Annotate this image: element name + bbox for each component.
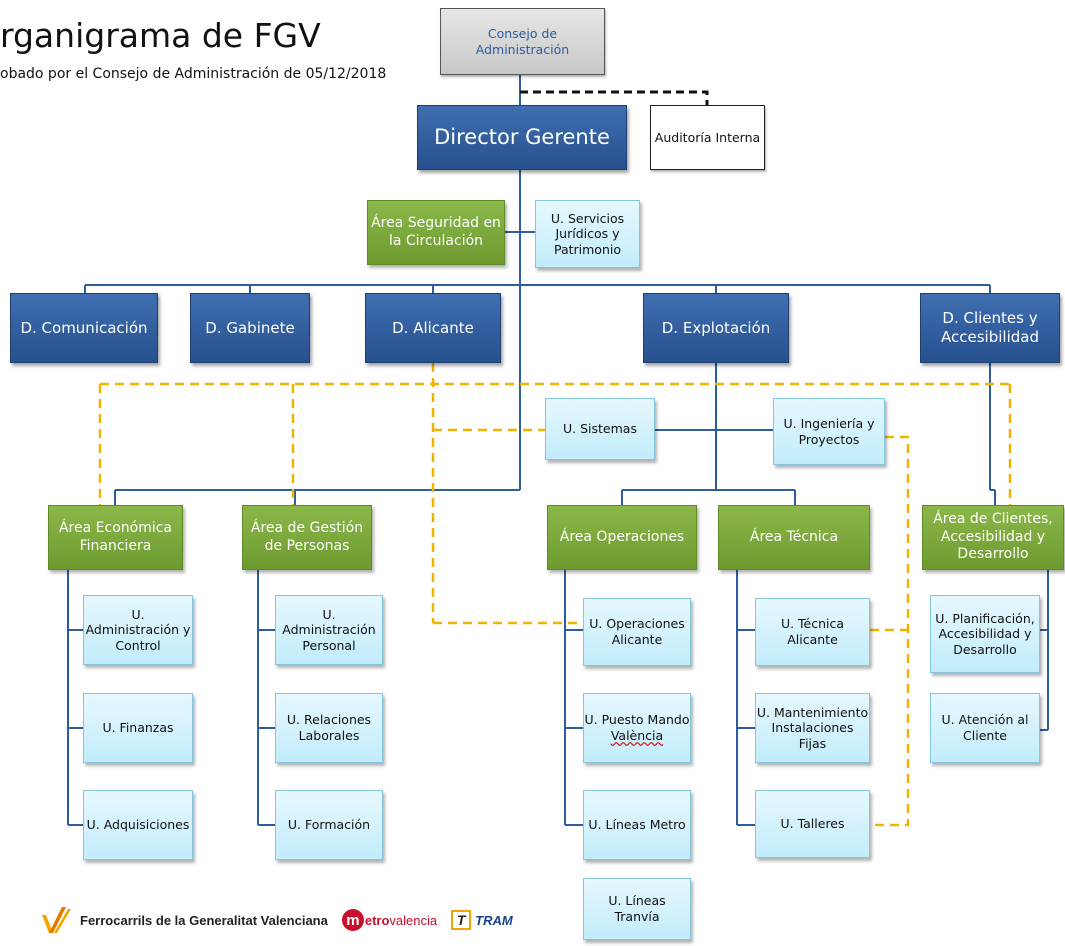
box-d-alicante: D. Alicante	[365, 293, 501, 363]
box-d-gabinete: D. Gabinete	[190, 293, 310, 363]
box-u-tecnica-alicante: U. Técnica Alicante	[755, 598, 870, 666]
tram-logo-text: TRAM	[475, 912, 513, 928]
u-puesto-mando-line2: València	[610, 728, 664, 743]
box-d-explotacion: D. Explotación	[643, 293, 789, 363]
u-puesto-mando-line1: U. Puesto Mando	[584, 712, 690, 728]
box-u-relaciones-laborales: U. Relaciones Laborales	[275, 693, 383, 763]
box-u-administracion-personal: U. Administración Personal	[275, 595, 383, 665]
box-area-seguridad: Área Seguridad en la Circulación	[367, 200, 505, 265]
box-area-economica-financiera: Área Económica Financiera	[48, 505, 183, 570]
box-d-comunicacion: D. Comunicación	[10, 293, 158, 363]
box-area-tecnica: Área Técnica	[718, 505, 870, 570]
box-consejo: Consejo de Administración	[440, 8, 605, 75]
fgv-logo-icon	[42, 907, 71, 933]
box-u-servicios-juridicos: U. Servicios Jurídicos y Patrimonio	[535, 200, 640, 268]
metrovalencia-logo-icon: m	[341, 909, 364, 931]
box-u-finanzas: U. Finanzas	[83, 693, 193, 763]
box-u-atencion-cliente: U. Atención al Cliente	[930, 693, 1040, 763]
box-u-planificacion: U. Planificación, Accesibilidad y Desarr…	[930, 595, 1040, 673]
metrovalencia-logo-light: valencia	[389, 912, 438, 928]
footer-logos: Ferrocarrils de la Generalitat Valencian…	[40, 895, 513, 945]
metrovalencia-logo-bold: etro	[364, 912, 390, 928]
box-director-gerente: Director Gerente	[417, 105, 627, 170]
box-u-operaciones-alicante: U. Operaciones Alicante	[583, 598, 691, 666]
box-d-clientes-accesibilidad: D. Clientes y Accesibilidad	[920, 293, 1060, 363]
page-title: rganigrama de FGV	[0, 16, 321, 55]
box-u-ingenieria-proyectos: U. Ingeniería y Proyectos	[773, 398, 885, 465]
box-u-sistemas: U. Sistemas	[545, 398, 655, 460]
box-u-puesto-mando-valencia: U. Puesto Mando València	[583, 693, 691, 763]
box-u-talleres: U. Talleres	[755, 790, 870, 858]
box-u-administracion-control: U. Administración y Control	[83, 595, 193, 665]
tram-logo-icon: T	[451, 910, 472, 930]
box-area-clientes-accesibilidad-desarrollo: Área de Clientes, Accesibilidad y Desarr…	[922, 505, 1064, 570]
page-subtitle: obado por el Consejo de Administración d…	[0, 66, 387, 82]
box-u-adquisiciones: U. Adquisiciones	[83, 790, 193, 860]
box-u-mantenimiento-instalaciones: U. Mantenimiento Instalaciones Fijas	[755, 693, 870, 763]
box-area-operaciones: Área Operaciones	[547, 505, 697, 570]
fgv-logo-text: Ferrocarrils de la Generalitat Valencian…	[80, 912, 328, 928]
box-auditoria-interna: Auditoría Interna	[650, 105, 765, 170]
box-u-lineas-tranvia: U. Líneas Tranvía	[583, 878, 691, 940]
box-area-gestion-personas: Área de Gestión de Personas	[242, 505, 372, 570]
box-u-lineas-metro: U. Líneas Metro	[583, 790, 691, 860]
box-u-formacion: U. Formación	[275, 790, 383, 860]
